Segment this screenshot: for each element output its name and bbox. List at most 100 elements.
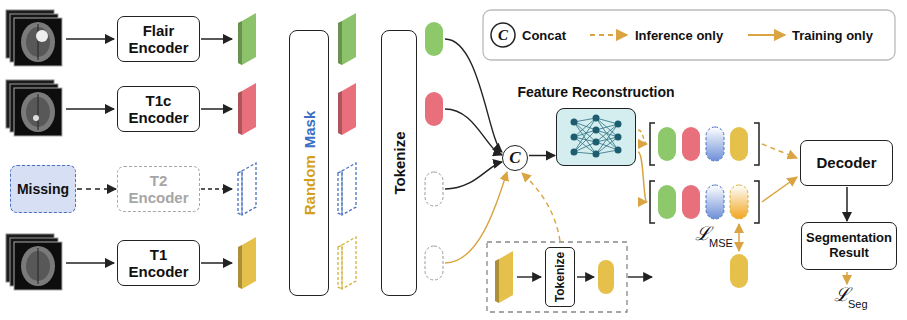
node-text: Missing [17,181,69,197]
node-text: Tokenize [553,252,567,302]
encoder-box: Flair Encoder [117,16,200,62]
reconstruction-network [615,147,622,154]
network-box: Feature Reconstruction [556,108,636,166]
connector-arrow [529,155,555,157]
missing-box: Missing [10,165,76,213]
concat-curves [522,173,560,241]
rotated-label: RandomMask [301,111,318,216]
mri-images [6,10,62,290]
mri-images [6,10,62,66]
output-arrows [846,272,848,284]
tokens [425,22,443,280]
connector-arrow [846,187,848,221]
reconstruction-network [593,151,600,158]
node-text: T1c Encoder [123,92,194,127]
inference-input [487,242,627,312]
loss-subscript: MSE [709,238,733,249]
feature-maps [338,83,356,135]
inference-input [598,260,614,294]
input-arrows [201,188,232,190]
inference-input [487,242,652,312]
mri-images [36,30,48,42]
reconstruction-network [571,134,578,141]
token-rows [682,127,700,161]
token-rows [658,127,676,161]
input-arrows [66,108,114,110]
inference-input [517,276,541,277]
legend-text: Inference only [635,28,723,43]
decoder-box: Decoder [800,140,893,186]
feature-maps [238,237,256,289]
heading-text: Feature Reconstruction [517,84,674,100]
tokens [425,246,443,280]
feature-maps [338,163,356,215]
legend-box [491,23,515,47]
reconstruction-network [574,118,618,154]
encoder-box: T2 Encoder [117,166,200,212]
concat-curves [445,39,560,263]
token-rows [730,254,748,288]
mri-images [6,80,62,136]
concat-curves [445,172,507,263]
input-arrows [201,108,232,110]
inference-input [628,276,652,277]
feature-maps [338,237,356,289]
node-text: Flair Encoder [123,22,194,57]
encoder-box: T1 Encoder [117,240,200,286]
loss-subscript: Seg [848,299,868,310]
node-text: Random [301,155,318,215]
mri-images [33,115,39,121]
token-rows [658,185,676,219]
reconstruction-network [556,108,636,166]
feature-maps [238,163,256,215]
connector-arrow [77,188,116,190]
token-rows [650,123,759,223]
reconstruction-network [571,115,622,158]
reconstruction-network [556,108,636,166]
input-arrows [201,38,232,40]
result-box: Segmentation Result [801,222,897,270]
concat-circle: C [502,145,528,171]
token-rows [730,185,748,219]
concat-curves [445,162,502,189]
rotated-label: Tokenize [391,131,408,194]
concat-symbol: C [498,28,508,43]
feature-maps [238,13,256,65]
reconstruction-network [571,149,578,156]
inference-input [577,276,594,277]
legend-text: Training only [792,28,873,43]
node-text: T1 Encoder [123,246,194,281]
legend-box [590,34,627,36]
feature-maps [338,13,356,65]
mri-images [6,234,62,290]
reconstruction-network [571,115,622,158]
legend-box [483,10,895,60]
token-rows [682,185,700,219]
output-arrows [638,152,647,202]
node-text: C [509,148,520,168]
encoder-box: T1c Encoder [117,86,200,132]
rotated-label: Tokenize [553,252,567,302]
tokens [425,92,443,126]
node-text: T2 Encoder [123,172,194,207]
feature-maps [238,83,256,135]
loss-symbol: ℒ [695,224,711,243]
legend-text: Concat [522,28,566,43]
inference-input [495,251,513,303]
loss-symbol: ℒ [834,285,850,304]
tokenize-box: Tokenize [545,247,575,307]
input-arrows [201,262,232,264]
input-arrows [66,262,114,264]
reconstruction-network [615,134,622,141]
concat-curves [445,109,502,155]
node-text: Decoder [816,154,876,171]
output-arrows [762,177,797,202]
reconstruction-network [615,121,622,128]
tokens [425,22,443,56]
input-arrows [66,38,114,40]
token-rows [730,127,748,161]
output-arrows [638,130,647,144]
input-arrows [66,39,232,263]
reconstruction-network [571,119,578,126]
